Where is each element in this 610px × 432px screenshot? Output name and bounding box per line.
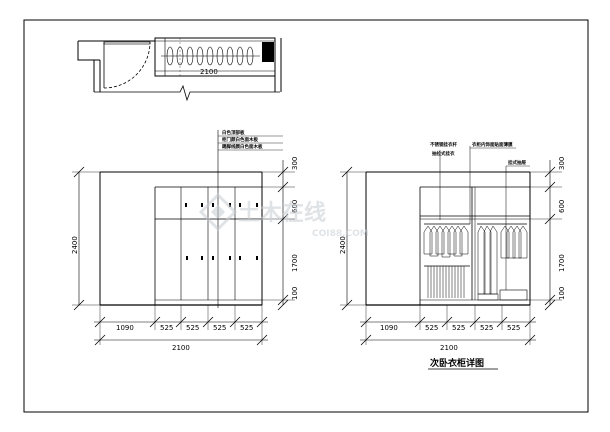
plan-view: 2100 bbox=[77, 37, 282, 102]
right-total-width: 2100 bbox=[440, 344, 458, 352]
left-seg-0: 300 bbox=[291, 157, 299, 170]
left-bottom-dim-0: 1090 bbox=[116, 324, 134, 332]
right-bottom-dim-4: 525 bbox=[507, 324, 520, 332]
left-total-width: 2100 bbox=[172, 344, 190, 352]
sheet-border bbox=[23, 19, 589, 413]
left-height-total: 2400 bbox=[71, 236, 79, 254]
watermark-brand: 土木在线 bbox=[238, 200, 326, 226]
right-bottom-dim-0: 1090 bbox=[380, 324, 398, 332]
left-bottom-dim-3: 525 bbox=[213, 324, 226, 332]
left-seg-1: 600 bbox=[291, 200, 299, 213]
right-note-0: 不锈钢挂衣杆 bbox=[430, 141, 457, 148]
left-bottom-dim-2: 525 bbox=[186, 324, 199, 332]
drawing-title: 次卧衣柜详图 bbox=[430, 357, 484, 369]
right-seg-2: 1700 bbox=[558, 254, 566, 272]
left-seg-3: 100 bbox=[291, 287, 299, 300]
right-note-2: 衣柜内饰面贴面薄膜 bbox=[472, 141, 513, 148]
right-seg-1: 600 bbox=[558, 200, 566, 213]
left-bottom-dim-1: 525 bbox=[160, 324, 173, 332]
elevation-right: 不锈钢挂衣杆 抽拉式挂衣 衣柜内饰面贴面薄膜 挂式抽屉 2400 300 600… bbox=[339, 141, 566, 370]
left-note-1: 柜门颜白色面木板 bbox=[222, 136, 258, 143]
watermark-url: COI88.COM bbox=[312, 229, 369, 239]
right-seg-3: 100 bbox=[558, 287, 566, 300]
right-seg-0: 300 bbox=[558, 157, 566, 170]
right-note-1: 抽拉式挂衣 bbox=[432, 150, 455, 157]
left-seg-2: 1700 bbox=[291, 254, 299, 272]
right-bottom-dim-2: 525 bbox=[452, 324, 465, 332]
plan-width-label: 2100 bbox=[200, 68, 218, 76]
elevation-left: 白色顶部板 柜门颜白色面木板 踢脚线颜白色面木板 2400 300 600 17… bbox=[71, 129, 299, 352]
left-bottom-dim-4: 525 bbox=[240, 324, 253, 332]
right-height-total: 2400 bbox=[339, 236, 347, 254]
left-note-2: 踢脚线颜白色面木板 bbox=[222, 143, 263, 150]
right-note-3: 挂式抽屉 bbox=[508, 159, 526, 166]
right-bottom-dim-1: 525 bbox=[425, 324, 438, 332]
right-bottom-dim-3: 525 bbox=[480, 324, 493, 332]
left-note-0: 白色顶部板 bbox=[222, 129, 245, 136]
watermark: 土木在线 COI88.COM bbox=[198, 192, 369, 239]
